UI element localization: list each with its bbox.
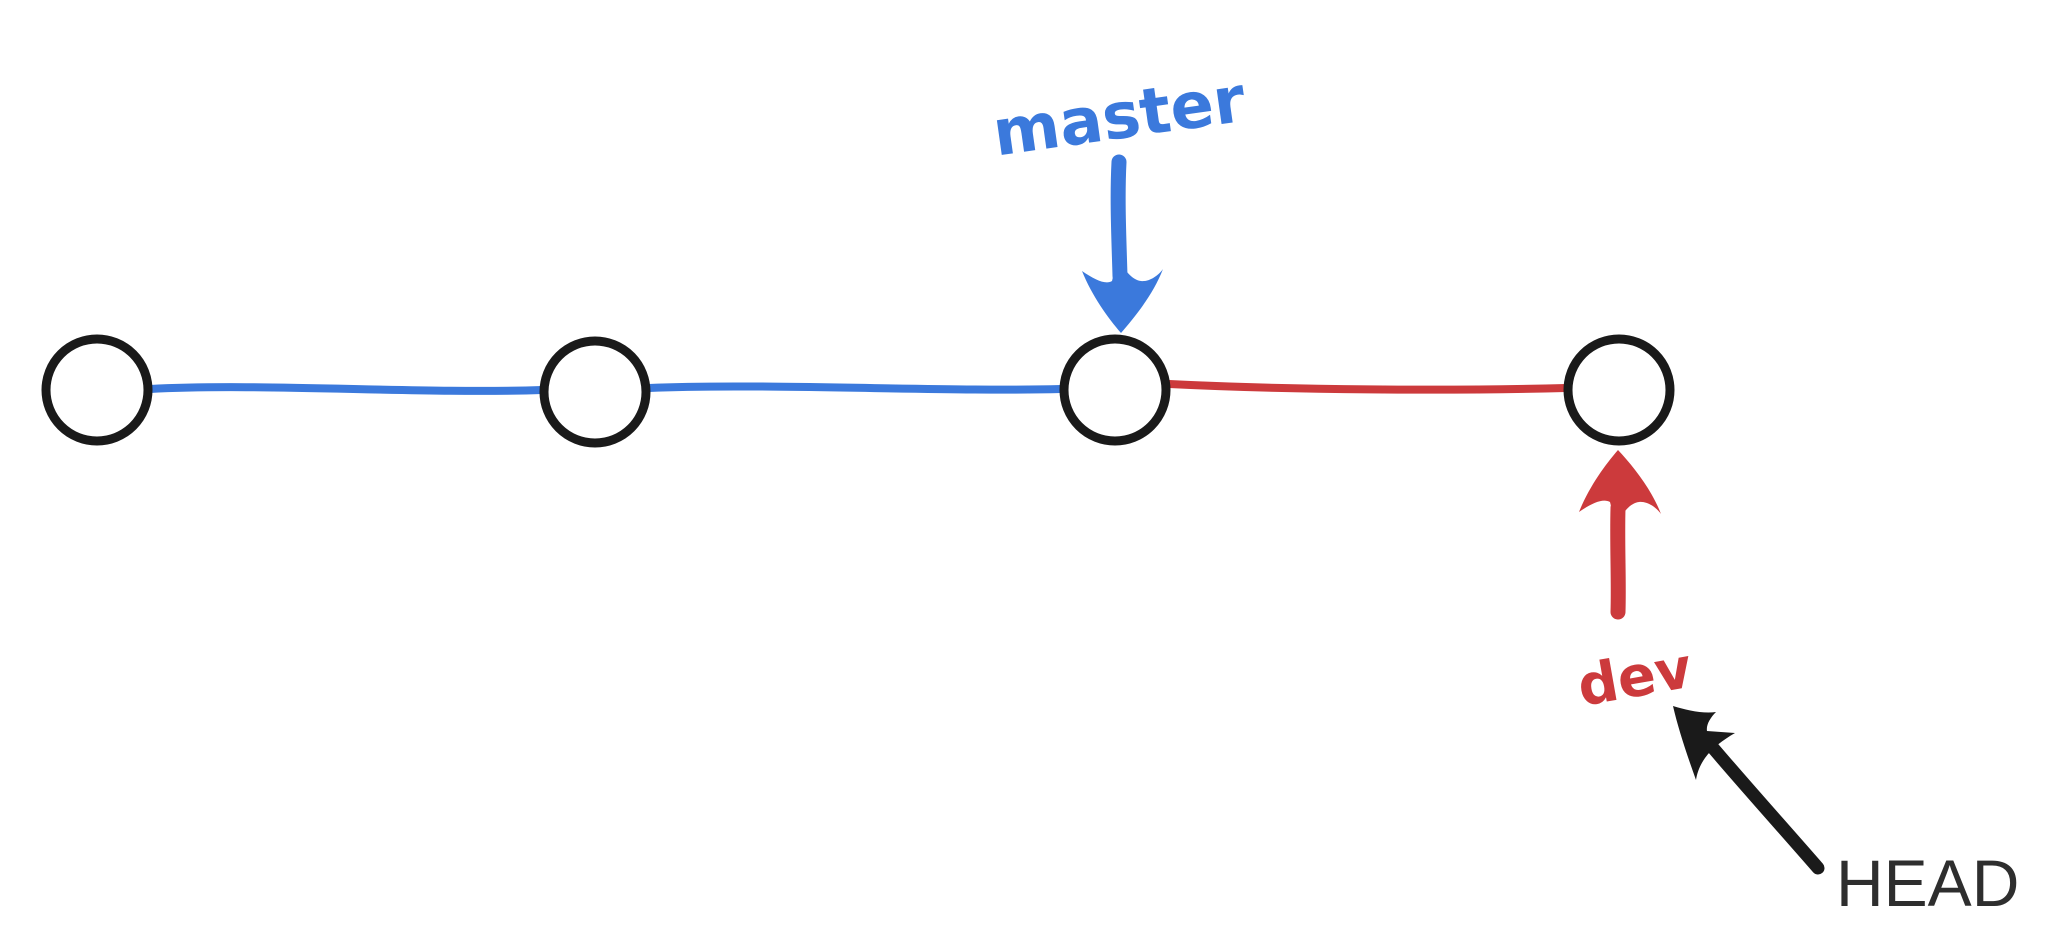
commit-node-1: [41, 334, 153, 446]
head-arrow: [1673, 706, 1825, 875]
head-arrow-shaft: [1701, 735, 1825, 875]
master-arrowhead: [1082, 257, 1163, 333]
edge-master-2: [645, 382, 1065, 394]
edge-dev: [1165, 380, 1570, 394]
commit-node-4: [1563, 334, 1675, 446]
head-arrowhead: [1673, 706, 1735, 780]
dev-label: dev: [1573, 636, 1697, 720]
dev-arrow: [1579, 450, 1661, 620]
dev-arrowhead: [1579, 450, 1661, 526]
commit-node-2: [539, 336, 651, 448]
master-arrow: [1082, 154, 1163, 333]
commit-node-3: [1059, 334, 1171, 446]
head-label: HEAD: [1836, 846, 2019, 920]
dev-arrow-shaft: [1610, 500, 1626, 620]
edge-master-1: [146, 383, 546, 395]
